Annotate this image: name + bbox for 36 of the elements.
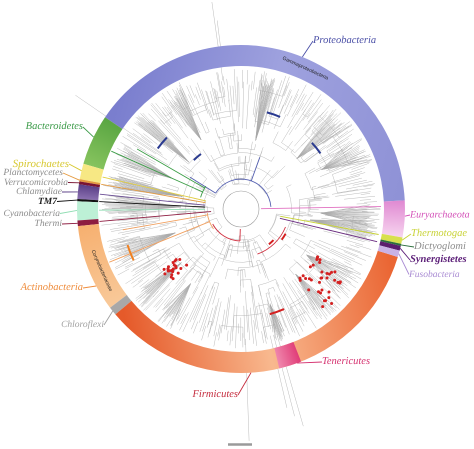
leader-line [56, 200, 78, 202]
phylum-label: Planctomycetes [3, 168, 63, 178]
phylum-label: Tenericutes [322, 356, 370, 368]
phylum-label: TM7 [38, 196, 57, 207]
phylum-label: Cyanobacteria [4, 208, 60, 219]
phylum-label: Chlamydiae [16, 186, 62, 198]
phylum-label: Dictyoglomi [414, 241, 466, 253]
leader-line [402, 234, 412, 241]
phylum-label: Thermi [34, 218, 62, 230]
phylum-label: Verrucomicrobia [4, 177, 68, 188]
phylum-label: Proteobacteria [313, 35, 376, 47]
leader-line [104, 310, 114, 326]
leader-line [296, 362, 322, 364]
phylum-label: Actinobacteria [20, 282, 83, 294]
leader-line [404, 214, 410, 217]
leader-line [302, 40, 314, 58]
leader-line [400, 244, 414, 248]
leader-line [60, 210, 78, 214]
leader-line [82, 286, 97, 288]
leader-line [68, 164, 82, 172]
leader-line [62, 172, 80, 181]
phylum-label: Euryarchaeota [410, 210, 470, 220]
phylum-label: Synergistetes [410, 254, 467, 266]
leader-line [62, 222, 78, 224]
phylum-label: Thermotogae [411, 228, 467, 240]
phylum-label: Chloroflexi [61, 320, 104, 330]
leader-line [238, 372, 252, 396]
leader-line [68, 182, 80, 184]
leader-line [400, 248, 410, 260]
phylum-label: Bacteroidetes [26, 121, 83, 133]
leader-line [62, 191, 78, 192]
phylum-label: Spirochaetes [12, 158, 69, 170]
phylum-label: Firmicutes [192, 389, 238, 401]
phylum-label: Fusobacteria [409, 269, 460, 280]
leader-line [82, 126, 94, 138]
leader-line [398, 253, 410, 275]
